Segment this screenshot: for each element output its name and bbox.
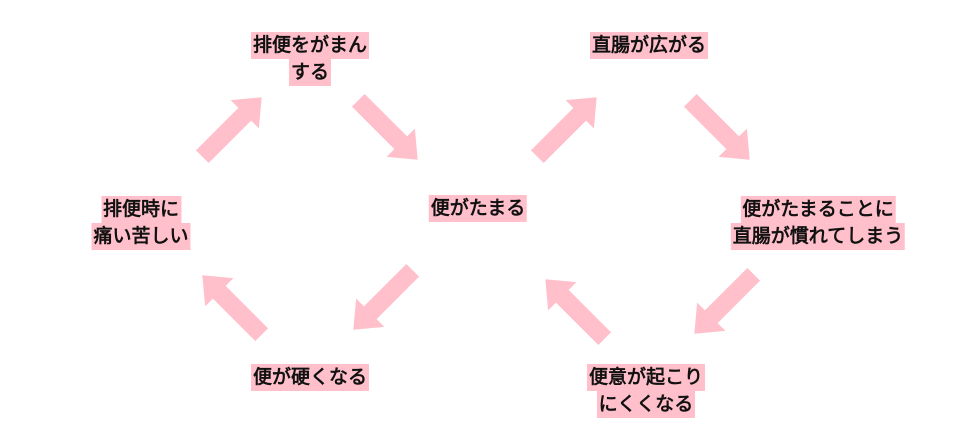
node-hold-stool-line2: する (288, 59, 332, 86)
node-painful-defecation: 排便時に 痛い苦しい (91, 196, 191, 250)
node-rectum-widens: 直腸が広がる (589, 32, 709, 59)
node-stool-accumulates-line1: 便がたまる (428, 195, 528, 222)
node-rectum-widens-line1: 直腸が広がる (589, 32, 709, 59)
node-rectum-gets-used-line1: 便がたまることに (740, 196, 896, 223)
node-painful-defecation-line1: 排便時に (100, 196, 182, 223)
node-stool-hardens: 便が硬くなる (250, 364, 370, 391)
arrow-icon-hold-to-accumulate (351, 93, 418, 160)
arrow-icon-habituate-to-urge (694, 267, 761, 334)
arrow-icon-urge-to-accumulate (545, 279, 612, 346)
node-hold-stool-line1: 排便をがまん (250, 32, 370, 59)
node-urge-decreases: 便意が起こり にくくなる (586, 364, 706, 418)
node-hold-stool: 排便をがまん する (250, 32, 370, 86)
node-painful-defecation-line2: 痛い苦しい (91, 223, 191, 250)
arrow-icon-widen-to-habituate (683, 93, 750, 160)
node-urge-decreases-line1: 便意が起こり (586, 364, 706, 391)
node-urge-decreases-line2: にくくなる (596, 391, 696, 418)
node-stool-accumulates: 便がたまる (428, 195, 528, 222)
arrow-icon-painful-to-hold (195, 97, 262, 164)
arrow-icon-harden-to-painful (202, 275, 269, 342)
arrow-icon-accumulate-to-widen (530, 97, 597, 164)
node-rectum-gets-used-line2: 直腸が慣れてしまう (730, 223, 906, 250)
arrow-icon-accumulate-to-harden (353, 263, 420, 330)
node-rectum-gets-used: 便がたまることに 直腸が慣れてしまう (730, 196, 906, 250)
node-stool-hardens-line1: 便が硬くなる (250, 364, 370, 391)
